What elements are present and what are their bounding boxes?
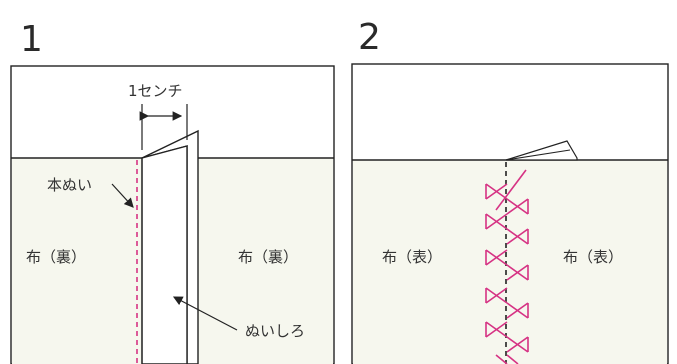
cross-stitch-3 (485, 213, 508, 230)
seam-allowance-label: ぬいしろ (245, 322, 305, 340)
cross-stitch-6 (506, 264, 529, 281)
cross-stitch-9 (485, 321, 508, 338)
panel-2-flap-fold (505, 149, 571, 161)
dimension-label: 1センチ (128, 82, 183, 100)
stitch-diagonal (495, 169, 527, 211)
main-seam-leader (111, 183, 134, 208)
panel-2-fabric-area (353, 160, 667, 364)
cross-stitch-10 (506, 336, 529, 353)
panel-2: 布（表） 布（表） (351, 63, 669, 364)
step-number-1: 1 (20, 19, 43, 60)
cross-stitch-4 (506, 228, 529, 245)
panel-2-right-fabric-label: 布（表） (563, 248, 623, 266)
panel-1-right-fabric-label: 布（裏） (238, 248, 298, 266)
cross-stitch-11 (495, 354, 519, 364)
seam-allowance-leader (172, 296, 238, 331)
seam-allowance-flap-front (141, 145, 188, 364)
cross-stitch-group (485, 169, 529, 364)
panel-2-left-fabric-label: 布（表） (382, 248, 442, 266)
panel-1-left-fabric-label: 布（裏） (26, 248, 86, 266)
cross-stitch-2 (506, 198, 529, 215)
cross-stitch-1 (485, 183, 508, 200)
panel-2-seam-allowance-flap (505, 140, 578, 161)
cross-stitch-7 (485, 287, 508, 304)
panel-1: 1センチ 本ぬい 布（裏） 布（裏） ぬいしろ (10, 65, 335, 364)
step-number-2: 2 (358, 17, 381, 58)
main-seam-label: 本ぬい (47, 176, 92, 194)
cross-stitch-5 (485, 249, 508, 266)
cross-stitch-8 (506, 302, 529, 319)
